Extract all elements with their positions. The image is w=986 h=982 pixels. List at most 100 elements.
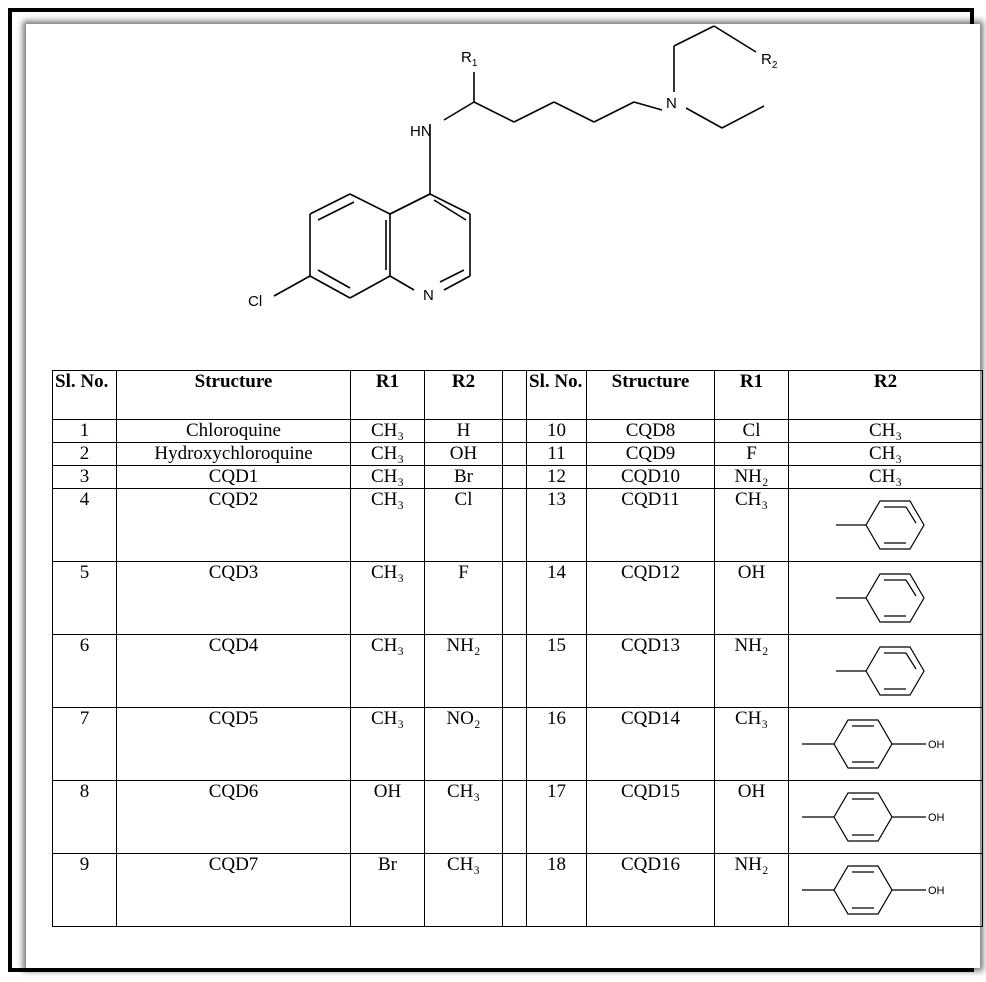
sl-no: 10 [526,419,587,443]
sl-no: 11 [526,442,587,466]
header-sl-no-1: Sl. No. [52,370,117,420]
r2-value: CH₃ [424,853,503,927]
r1-value: CH₃ [350,465,425,489]
header-structure-2: Structure [586,370,715,420]
structure-name: CQD5 [116,707,351,781]
chloroquine-scaffold-structure: R1 R2 HN N N Cl [248,25,778,310]
oh-label: OH [928,739,945,751]
r1-value: CH₃ [350,419,425,443]
sl-no: 4 [52,488,117,562]
hydroxyphenyl-structure-cell: OH [788,853,983,927]
ring-n-label: N [423,287,434,304]
spacer-cell [502,419,527,443]
chlorine-label: Cl [248,293,262,310]
table-row: 2 Hydroxychloroquine CH₃ OH 11 CQD9 F CH… [52,442,983,466]
hydroxyphenyl-structure-cell: OH [788,780,983,854]
hydroxyphenyl-ring-icon: OH [801,719,945,769]
header-spacer [502,370,527,420]
header-r2-1: R2 [424,370,503,420]
r1-value: Br [350,853,425,927]
r1-value: CH₃ [350,634,425,708]
header-structure-1: Structure [116,370,351,420]
structure-name: CQD9 [586,442,715,466]
r2-value: CH₃ [788,465,983,489]
sl-no: 13 [526,488,587,562]
r1-value: CH₃ [350,707,425,781]
r1-value: NH₂ [714,634,789,708]
table-row: 5 CQD3 CH₃ F 14 CQD12 OH [52,561,983,635]
structure-name: CQD8 [586,419,715,443]
structure-name: CQD13 [586,634,715,708]
sl-no: 16 [526,707,587,781]
r1-value: CH₃ [350,442,425,466]
structure-name: CQD7 [116,853,351,927]
r1-value: CH₃ [714,488,789,562]
hydroxyphenyl-ring-icon: OH [801,865,944,915]
structure-name: CQD2 [116,488,351,562]
table-row: 4 CQD2 CH₃ Cl 13 CQD11 CH₃ [52,488,983,562]
sl-no: 7 [52,707,117,781]
r1-value: Cl [714,419,789,443]
sl-no: 8 [52,780,117,854]
r1-value: F [714,442,789,466]
sl-no: 2 [52,442,117,466]
r2-value: NO₂ [424,707,503,781]
r1-value: CH₃ [350,488,425,562]
header-r2-2: R2 [788,370,983,420]
sl-no: 15 [526,634,587,708]
oh-label: OH [928,812,945,824]
phenyl-structure-cell [788,634,983,708]
r1-label: R1 [461,49,478,69]
r2-value: CH₃ [788,419,983,443]
structure-name: CQD3 [116,561,351,635]
sl-no: 14 [526,561,587,635]
table-row: 3 CQD1 CH₃ Br 12 CQD10 NH₂ CH₃ [52,465,983,489]
r1-value: NH₂ [714,853,789,927]
structure-name: CQD4 [116,634,351,708]
sl-no: 3 [52,465,117,489]
hydroxyphenyl-structure-cell: OH [788,707,983,781]
phenyl-ring-icon [835,646,925,696]
phenyl-ring-icon [835,573,925,623]
sl-no: 5 [52,561,117,635]
figure-panel: R1 R2 HN N N Cl Sl. No. Structure R1 R2 … [26,24,983,968]
table-header-row: Sl. No. Structure R1 R2 Sl. No. Structur… [52,370,983,420]
sl-no: 6 [52,634,117,708]
r2-value: Cl [424,488,503,562]
r2-value: CH₃ [424,780,503,854]
r2-value: Br [424,465,503,489]
header-sl-no-2: Sl. No. [526,370,587,420]
structure-name: CQD14 [586,707,715,781]
spacer-cell [502,707,527,781]
spacer-cell [502,853,527,927]
r1-value: CH₃ [350,561,425,635]
hydroxyphenyl-ring-icon: OH [801,792,945,842]
r2-value: NH₂ [424,634,503,708]
table-row: 9 CQD7 Br CH₃ 18 CQD16 NH₂ OH [52,853,983,927]
structure-name: Hydroxychloroquine [116,442,351,466]
phenyl-structure-cell [788,488,983,562]
r1-value: CH₃ [714,707,789,781]
sl-no: 12 [526,465,587,489]
structure-name: CQD10 [586,465,715,489]
r2-value: F [424,561,503,635]
header-r1-1: R1 [350,370,425,420]
r2-value: OH [424,442,503,466]
table-row: 1 Chloroquine CH₃ H 10 CQD8 Cl CH₃ [52,419,983,443]
spacer-cell [502,780,527,854]
spacer-cell [502,634,527,708]
r2-label: R2 [761,51,778,71]
phenyl-ring-icon [835,500,925,550]
r1-value: OH [714,780,789,854]
page-frame: R1 R2 HN N N Cl Sl. No. Structure R1 R2 … [8,8,983,972]
structure-name: CQD15 [586,780,715,854]
structure-name: CQD1 [116,465,351,489]
sl-no: 9 [52,853,117,927]
spacer-cell [502,561,527,635]
r2-value: CH₃ [788,442,983,466]
spacer-cell [502,488,527,562]
r1-value: NH₂ [714,465,789,489]
header-r1-2: R1 [714,370,789,420]
structure-name: CQD6 [116,780,351,854]
structure-name: CQD11 [586,488,715,562]
